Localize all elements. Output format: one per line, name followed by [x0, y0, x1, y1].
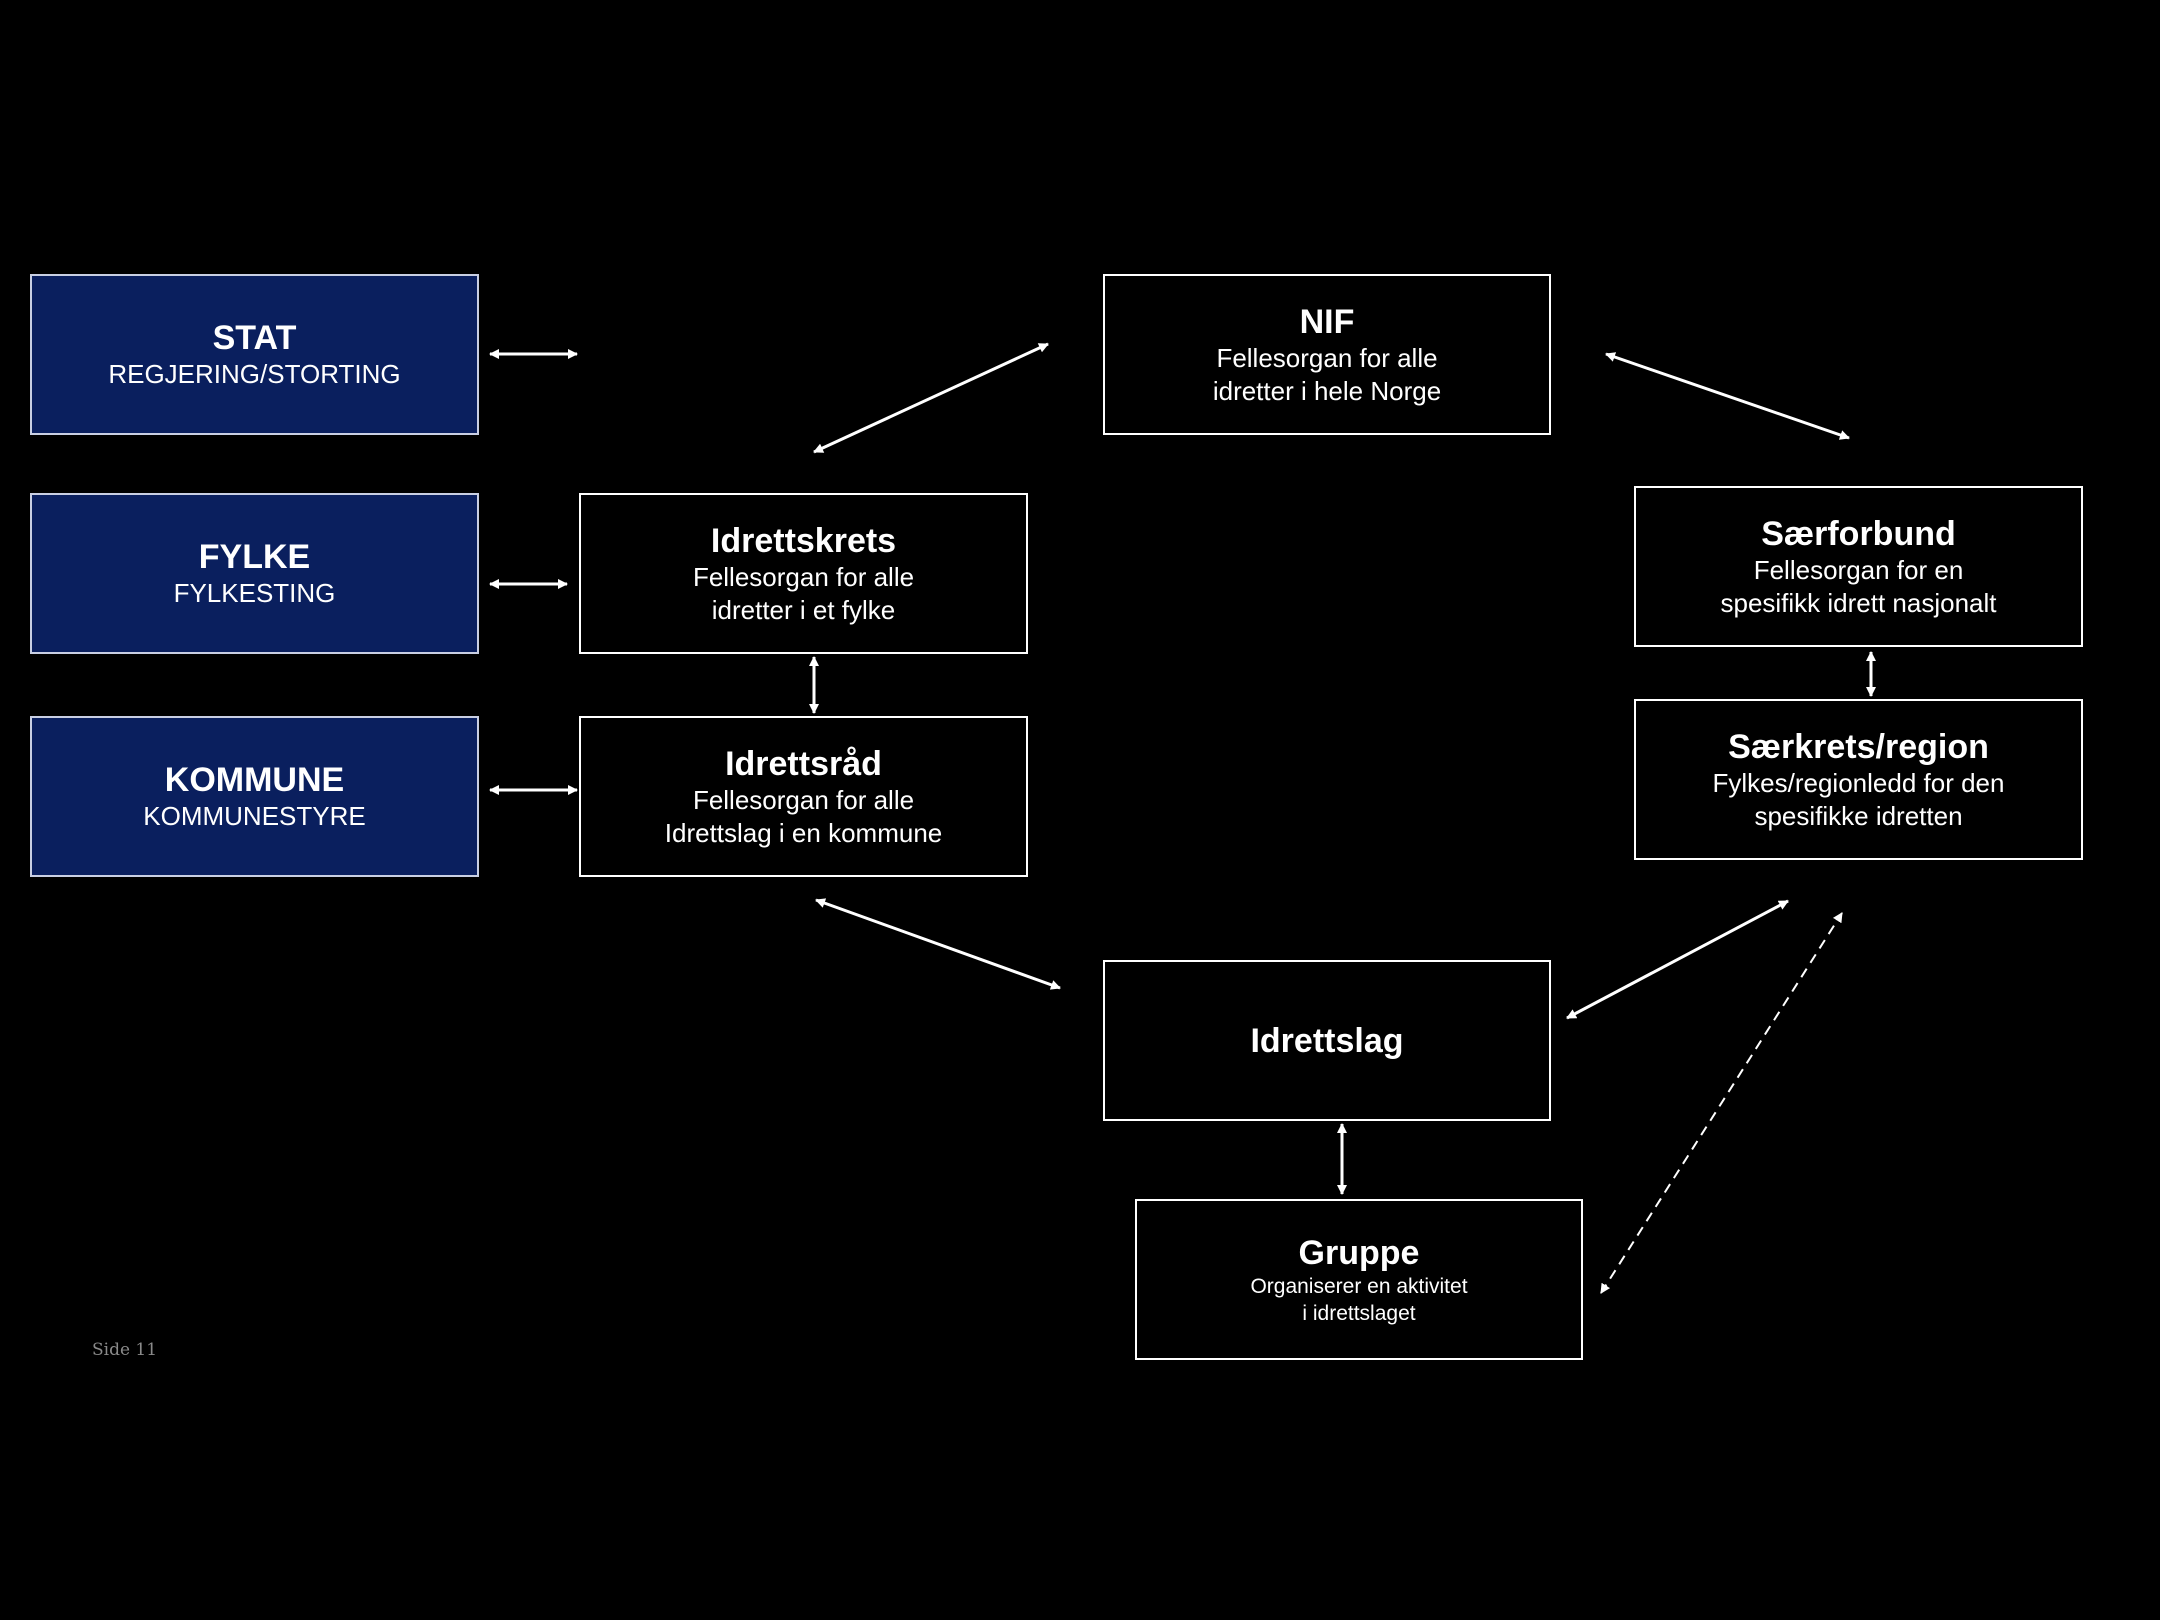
- idrettskrets-title: Idrettskrets: [710, 521, 897, 560]
- idrettsrad-subtitle: Fellesorgan for alle Idrettslag i en kom…: [664, 784, 943, 848]
- kommune-subtitle: KOMMUNESTYRE: [143, 801, 366, 831]
- idrettsrad-title: Idrettsråd: [725, 744, 882, 783]
- idrettskrets-subtitle: Fellesorgan for alle idretter i et fylke: [692, 561, 915, 625]
- page-number: Side 11: [92, 1340, 158, 1360]
- saerforbund-subtitle: Fellesorgan for en spesifikk idrett nasj…: [1720, 554, 1997, 618]
- stat-title: STAT: [212, 319, 297, 357]
- arrow-idrettsrad-idrettslag: [815, 898, 1061, 990]
- arrow-idrettslag-saerkrets: [1566, 899, 1789, 1020]
- idrettsrad-box: Idrettsråd Fellesorgan for alle Idrettsl…: [579, 716, 1028, 877]
- gruppe-title: Gruppe: [1298, 1233, 1420, 1272]
- fylke-subtitle: FYLKESTING: [173, 578, 336, 608]
- kommune-box: KOMMUNE KOMMUNESTYRE: [30, 716, 479, 877]
- fylke-title: FYLKE: [198, 538, 311, 576]
- arrow-nif-saerforbund: [1605, 352, 1850, 440]
- saerkrets-box: Særkrets/region Fylkes/regionledd for de…: [1634, 699, 2083, 860]
- idrettskrets-box: Idrettskrets Fellesorgan for alle idrett…: [579, 493, 1028, 654]
- arrow-gruppe-saerkrets-dashed: [1600, 912, 1843, 1294]
- idrettslag-box: Idrettslag: [1103, 960, 1551, 1121]
- stat-box: STAT REGJERING/STORTING: [30, 274, 479, 435]
- saerforbund-box: Særforbund Fellesorgan for en spesifikk …: [1634, 486, 2083, 647]
- nif-subtitle: Fellesorgan for alle idretter i hele Nor…: [1212, 342, 1442, 406]
- nif-box: NIF Fellesorgan for alle idretter i hele…: [1103, 274, 1551, 435]
- saerforbund-title: Særforbund: [1761, 514, 1956, 553]
- saerkrets-title: Særkrets/region: [1728, 727, 1989, 766]
- nif-title: NIF: [1299, 302, 1355, 341]
- kommune-title: KOMMUNE: [164, 761, 345, 799]
- stat-subtitle: REGJERING/STORTING: [108, 359, 401, 389]
- saerkrets-subtitle: Fylkes/regionledd for den spesifikke idr…: [1712, 767, 2005, 831]
- gruppe-box: Gruppe Organiserer en aktivitet i idrett…: [1135, 1199, 1583, 1360]
- fylke-box: FYLKE FYLKESTING: [30, 493, 479, 654]
- idrettslag-title: Idrettslag: [1250, 1021, 1404, 1060]
- arrow-idrettskrets-nif: [813, 342, 1049, 454]
- gruppe-subtitle: Organiserer en aktivitet i idrettslaget: [1250, 1274, 1468, 1325]
